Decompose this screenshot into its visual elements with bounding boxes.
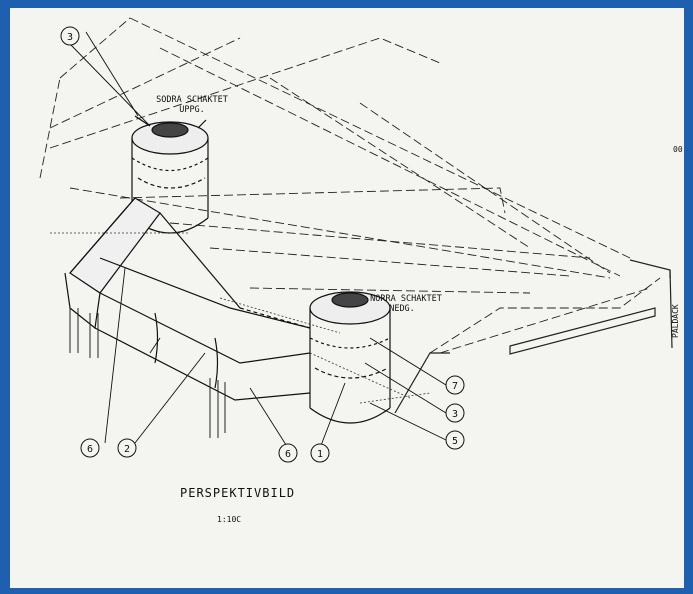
callout-3-right bbox=[445, 403, 465, 423]
callout-markers bbox=[60, 26, 465, 463]
tunnel bbox=[64, 197, 311, 401]
callout-numbers: 3 7 3 5 1 6 2 6 bbox=[67, 32, 458, 460]
drawing-scale: 1:10C bbox=[217, 515, 241, 524]
north-shaft-label: NORRA SCHAKTET bbox=[370, 294, 442, 304]
callout-6-right-text: 6 bbox=[285, 449, 291, 460]
side-label: PALDACK bbox=[671, 304, 680, 338]
edge-mark: 00 bbox=[673, 145, 683, 154]
callout-3-top-text: 3 bbox=[67, 32, 73, 43]
south-shaft-label: SODRA SCHAKTET bbox=[156, 95, 228, 105]
south-shaft bbox=[131, 115, 209, 234]
terrace-outlines bbox=[39, 17, 661, 354]
north-shaft bbox=[309, 291, 391, 424]
callout-5-text: 5 bbox=[452, 436, 458, 447]
callout-2-text: 2 bbox=[124, 444, 130, 455]
callout-6-left-text: 6 bbox=[87, 444, 93, 455]
piles bbox=[69, 308, 226, 438]
callout-3-right-text: 3 bbox=[452, 409, 458, 420]
callout-5 bbox=[445, 430, 465, 450]
callout-6-right bbox=[278, 443, 298, 463]
drawing-title: PERSPEKTIVBILD bbox=[180, 486, 295, 500]
north-shaft-sublabel: NEDG. bbox=[389, 304, 415, 314]
callout-6-left bbox=[80, 438, 100, 458]
callout-3-top bbox=[60, 26, 80, 46]
leader-lines bbox=[69, 31, 447, 449]
perspective-drawing: 3 7 3 5 1 6 2 6 SODRA SCHAKTET UPPG. NOR… bbox=[10, 8, 684, 588]
south-shaft-sublabel: UPPG. bbox=[179, 105, 205, 115]
callout-7 bbox=[445, 375, 465, 395]
drawing-sheet: 3 7 3 5 1 6 2 6 SODRA SCHAKTET UPPG. NOR… bbox=[10, 8, 684, 588]
wall-edges bbox=[394, 259, 673, 414]
callout-1 bbox=[310, 443, 330, 463]
tunnel-hatching bbox=[50, 232, 431, 404]
callout-7-text: 7 bbox=[452, 381, 458, 392]
callout-1-text: 1 bbox=[317, 449, 323, 460]
callout-2 bbox=[117, 438, 137, 458]
